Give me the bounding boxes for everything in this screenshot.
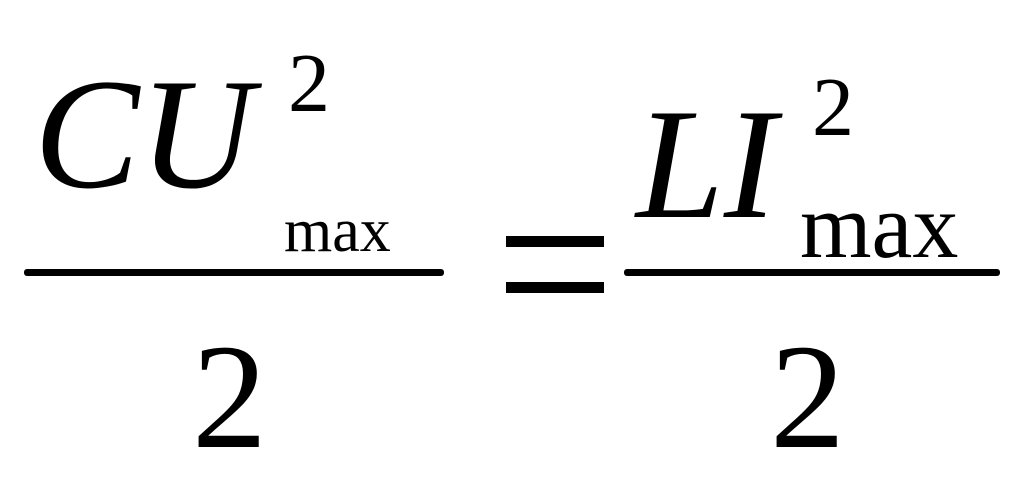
right-fraction-bar [624,269,1000,276]
right-numerator-main: LI [636,77,777,252]
right-denominator: 2 [770,314,845,480]
left-fraction-bar [24,269,444,276]
left-numerator-main: CU [34,47,254,222]
equals-top-bar [506,236,604,247]
equals-bottom-bar [506,282,604,293]
right-numerator-subscript: max [800,175,959,277]
left-numerator-exponent: 2 [288,37,330,130]
right-numerator-exponent: 2 [812,61,854,154]
left-numerator-subscript: max [284,197,391,265]
equals-sign [506,236,604,294]
left-denominator: 2 [192,314,267,480]
